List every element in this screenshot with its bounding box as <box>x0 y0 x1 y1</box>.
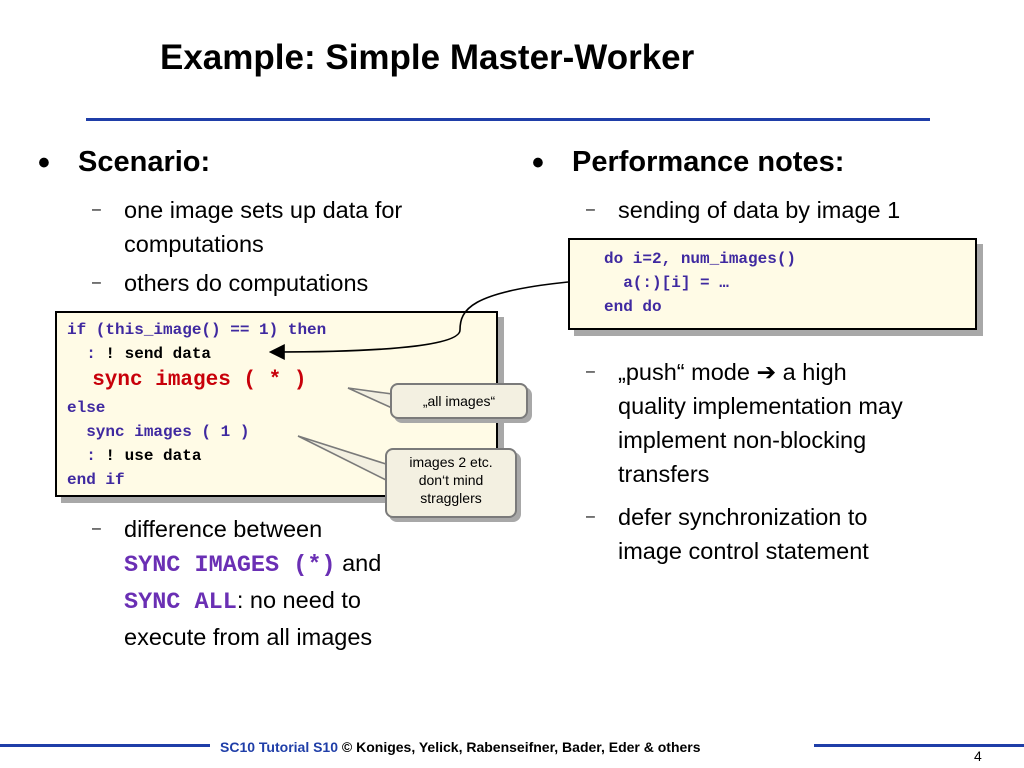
dash-icon: – <box>92 201 101 218</box>
all-images-callout: „all images“ <box>390 383 528 419</box>
loop-code-line-1: do i=2, num_images() <box>604 250 797 268</box>
dash-icon: – <box>586 508 595 525</box>
stragglers-callout-pointer <box>297 435 387 482</box>
stragglers-callout: images 2 etc. don‘t mind stragglers <box>385 448 517 518</box>
push-mode-text: „push“ mode <box>618 359 757 385</box>
code-line-6: : ! use data <box>67 447 202 465</box>
footer-rule-left <box>0 744 210 747</box>
scenario-item-2-text: others do computations <box>124 270 369 296</box>
sync-images-keyword: SYNC IMAGES (*) <box>124 552 336 579</box>
arrow-right-icon: ➔ <box>756 359 777 385</box>
push-line-3: implement non-blocking <box>618 427 867 453</box>
bullet-dot-icon: • <box>532 144 544 182</box>
loop-code-line-2: a(:)[i] = … <box>604 274 729 292</box>
bullet-dot-icon: • <box>38 144 50 182</box>
footer-text: SC10 Tutorial S10 © Koniges, Yelick, Rab… <box>220 739 701 755</box>
code-line-3-highlight: sync images ( * ) <box>67 369 307 392</box>
performance-heading: Performance notes: <box>572 146 845 178</box>
performance-item-1-text: sending of data by image 1 <box>618 197 901 223</box>
slide-title: Example: Simple Master-Worker <box>160 38 695 77</box>
scenario-heading: Scenario: <box>78 146 211 178</box>
scenario-item-1-line-2: computations <box>124 231 264 257</box>
footer-credits: © Koniges, Yelick, Rabenseifner, Bader, … <box>338 739 701 755</box>
dash-icon: – <box>92 274 101 291</box>
dash-icon: – <box>586 201 595 218</box>
all-images-callout-pointer <box>347 387 393 410</box>
defer-line-1: defer synchronization to <box>618 504 868 530</box>
dash-icon: – <box>92 520 101 537</box>
difference-line-1: difference between <box>124 516 323 542</box>
footer-course: SC10 Tutorial S10 <box>220 739 339 755</box>
code-line-1: if (this_image() == 1) then <box>67 321 327 339</box>
send-loop-code-box: do i=2, num_images() a(:)[i] = … end do <box>568 238 977 330</box>
push-mode-high: a high <box>776 359 847 385</box>
footer-rule-right <box>814 744 1024 747</box>
code-line-5: sync images ( 1 ) <box>67 423 250 441</box>
scenario-item-1-line-1: one image sets up data for <box>124 197 403 223</box>
difference-rest-2: execute from all images <box>124 624 373 650</box>
dash-icon: – <box>586 363 595 380</box>
send-data-arrow <box>268 281 569 360</box>
push-line-4: transfers <box>618 461 710 487</box>
difference-and: and <box>335 550 382 576</box>
push-line-2: quality implementation may <box>618 393 903 419</box>
difference-rest-1: : no need to <box>236 587 361 613</box>
sync-all-keyword: SYNC ALL <box>124 589 237 616</box>
page-number: 4 <box>974 748 982 764</box>
loop-code-line-3: end do <box>604 298 662 316</box>
title-divider <box>86 118 930 121</box>
code-line-4: else <box>67 399 106 417</box>
code-line-2: : ! send data <box>67 345 212 363</box>
code-line-7: end if <box>67 471 125 489</box>
defer-line-2: image control statement <box>618 538 869 564</box>
